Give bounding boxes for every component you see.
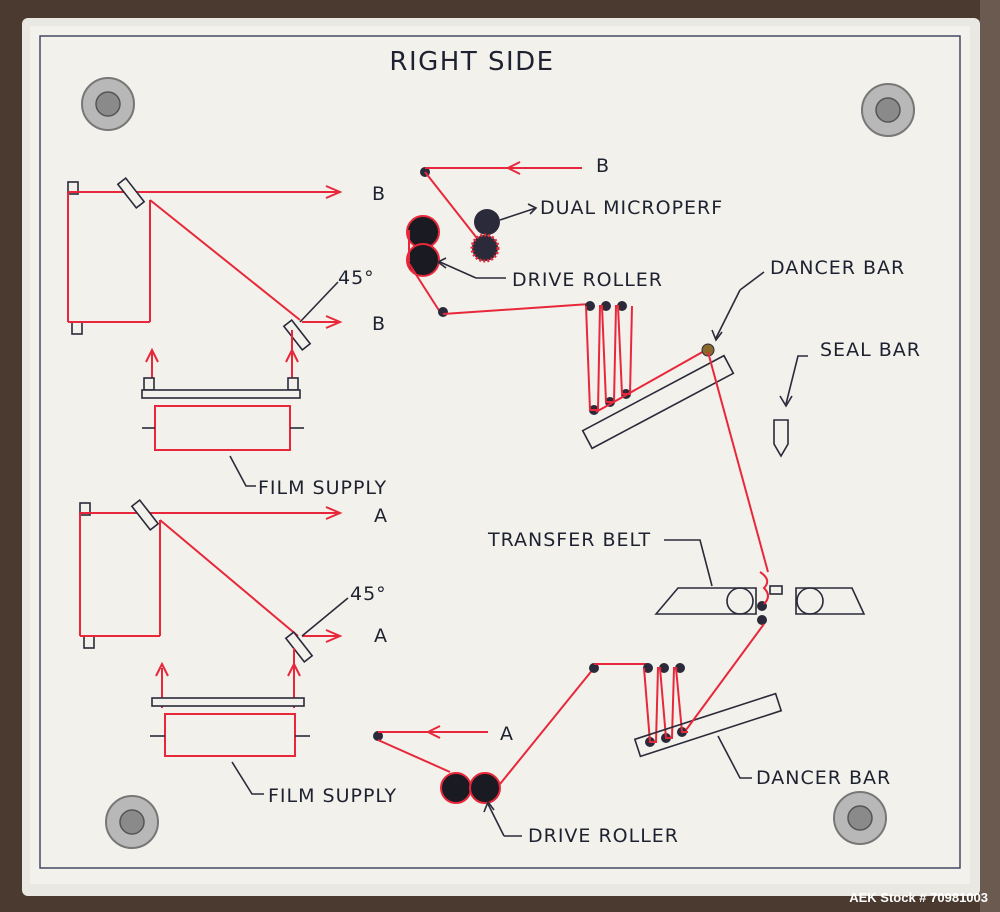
label-dancer-bar-bottom: DANCER BAR — [756, 767, 891, 789]
label-a-mid-left: A — [374, 625, 388, 647]
label-b-mid-left: B — [372, 313, 386, 335]
frame-edge — [980, 0, 1000, 912]
label-a-bottom: A — [500, 723, 514, 745]
label-film-supply-top: FILM SUPPLY — [258, 477, 387, 499]
label-drive-roller-top: DRIVE ROLLER — [512, 269, 663, 291]
seal-bar — [773, 355, 808, 458]
label-b-top-left: B — [372, 183, 386, 205]
upper-web-path — [406, 161, 769, 573]
stock-number-label: AEK Stock # 70981003 — [849, 890, 988, 905]
lower-web-path — [373, 623, 783, 837]
screw-icon — [833, 791, 887, 845]
screw-icon — [81, 77, 135, 131]
screw-icon — [105, 795, 159, 849]
film-supply-b-assembly — [67, 176, 343, 487]
panel-title: RIGHT SIDE — [389, 47, 554, 77]
label-film-supply-bottom: FILM SUPPLY — [268, 785, 397, 807]
label-angle-top: 45° — [338, 267, 375, 289]
label-angle-bottom: 45° — [350, 583, 387, 605]
film-supply-a-assembly — [79, 498, 349, 795]
transfer-belt — [654, 539, 866, 625]
screw-icon — [861, 83, 915, 137]
label-drive-roller-bottom: DRIVE ROLLER — [528, 825, 679, 847]
label-seal-bar: SEAL BAR — [820, 339, 921, 361]
label-transfer-belt: TRANSFER BELT — [487, 529, 651, 551]
label-dancer-bar-top: DANCER BAR — [770, 257, 905, 279]
placard-border — [39, 35, 961, 869]
label-b-top: B — [596, 155, 610, 177]
label-a-top-left: A — [374, 505, 388, 527]
label-dual-microperf: DUAL MICROPERF — [540, 197, 723, 219]
